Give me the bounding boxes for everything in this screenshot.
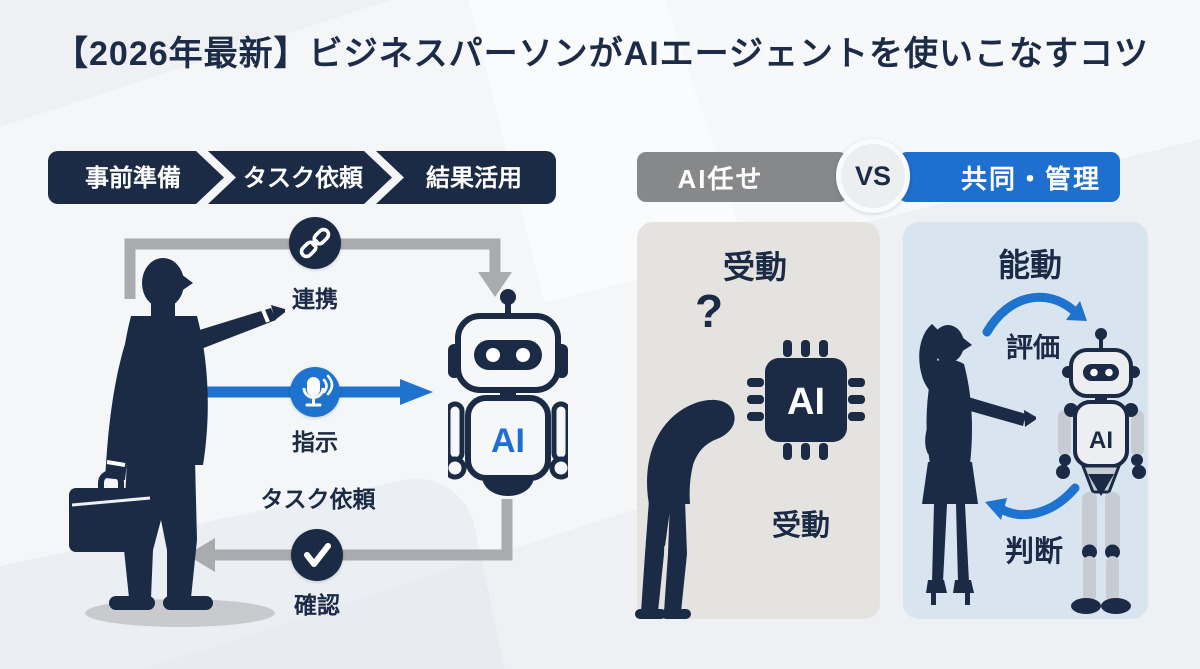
microphone-icon (290, 367, 340, 417)
step-label-3: 結果活用 (426, 164, 522, 192)
header-ai-only: AI任せ (637, 152, 848, 202)
header-collab: 共同・管理 (898, 152, 1120, 202)
ai-robot-illustration: AI (448, 289, 568, 496)
active-top-label: 能動 (997, 247, 1063, 283)
chip-label: AI (787, 381, 825, 423)
header-collab-label: 共同・管理 (960, 163, 1101, 194)
check-icon (291, 529, 343, 581)
robot-chest-label: AI (1089, 427, 1113, 454)
header-ai-only-label: AI任せ (677, 163, 764, 194)
ai-chip-icon: AI (747, 340, 865, 460)
step-label-1: 事前準備 (85, 164, 181, 192)
page-title: 【2026年最新】ビジネスパーソンがAIエージェントを使いこなすコツ (54, 35, 1149, 73)
businessman-silhouette (69, 258, 285, 627)
question-mark: ? (695, 285, 724, 337)
judge-label: 判断 (1004, 536, 1064, 568)
panel-ai-only: 受動 ? AI 受動 (635, 222, 880, 619)
instruct-label: 指示 (292, 429, 338, 455)
vs-badge: VS (836, 139, 910, 213)
chain-link-icon (289, 217, 341, 269)
task-label: タスク依頼 (260, 486, 376, 512)
robot-chest-label: AI (491, 422, 525, 460)
step-chevron-2 (208, 151, 392, 204)
vs-label: VS (854, 160, 892, 191)
link-label: 連携 (292, 286, 338, 312)
process-step-banner: 事前準備 タスク依頼 結果活用 (48, 151, 556, 204)
humanoid-robot-illustration: AI (1056, 328, 1146, 614)
evaluate-label: 評価 (1006, 333, 1060, 363)
passive-bottom-label: 受動 (771, 510, 831, 542)
panel-collab: 能動 評価 (903, 222, 1148, 619)
businesswoman-silhouette (919, 324, 1036, 605)
step-chevron-3 (376, 151, 556, 204)
bowing-man-silhouette (635, 399, 735, 619)
step-chevron-1 (48, 151, 224, 204)
confirm-label: 確認 (294, 592, 340, 618)
evaluate-arrow (982, 292, 1087, 337)
step-label-2: タスク依頼 (243, 165, 364, 192)
judge-arrow (985, 483, 1080, 520)
passive-top-label: 受動 (722, 249, 788, 285)
